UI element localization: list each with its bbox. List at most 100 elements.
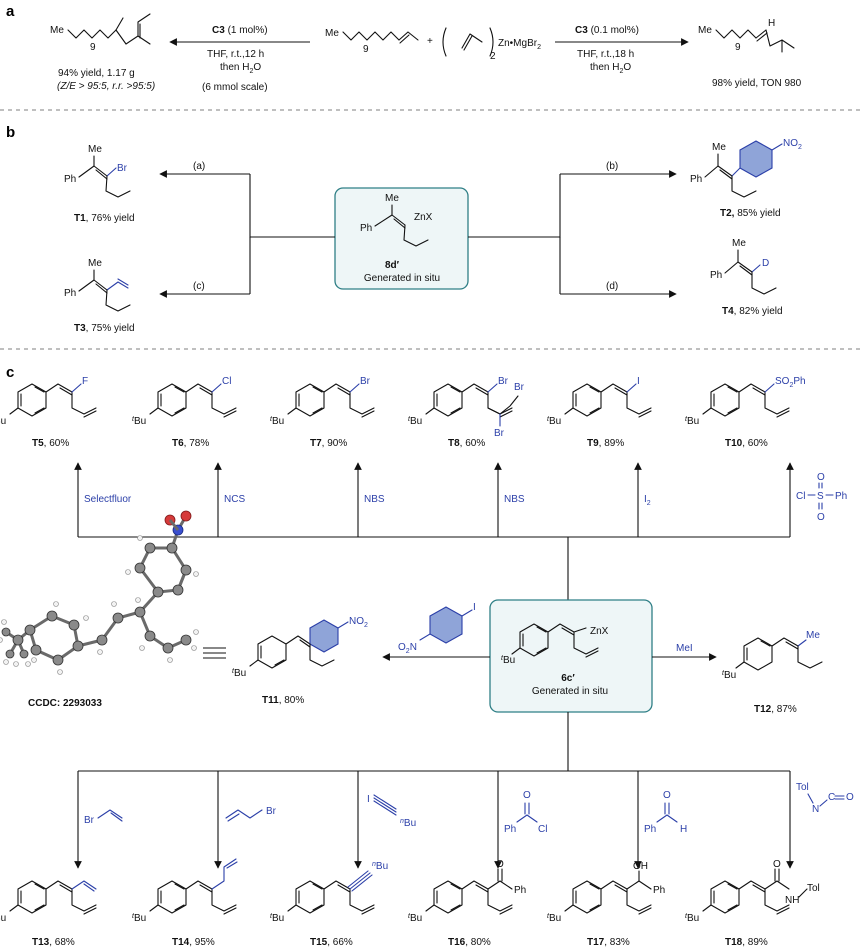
reagent-divinylzinc: 2 Zn•MgBr2 (442, 27, 541, 62)
svg-text:OH: OH (633, 861, 648, 872)
product-t4: Me Ph D (710, 238, 777, 295)
svg-text:C: C (828, 792, 835, 803)
t3-caption: T3, 75% yield (74, 323, 135, 334)
t9-caption: T9, 89% (587, 438, 624, 449)
product-t1: Me Ph Br (64, 144, 131, 198)
reagent-t6: NCS (224, 494, 245, 505)
6c-tbu: tBu (501, 655, 515, 666)
svg-text:O: O (773, 859, 781, 870)
repeat-9-right: 9 (735, 42, 741, 53)
t1-me: Me (88, 144, 102, 155)
repeat-9: 9 (90, 42, 96, 53)
tbu-label: tBu (547, 416, 561, 427)
svg-text:Ph: Ph (835, 491, 847, 502)
t11-no2: NO2 (349, 616, 368, 629)
svg-text:Tol: Tol (807, 883, 820, 894)
svg-text:Ph: Ph (653, 885, 665, 896)
svg-text:I: I (367, 794, 370, 805)
reagent-mei: MeI (676, 643, 693, 654)
equivalence-symbol (203, 647, 226, 659)
svg-text:O: O (817, 512, 825, 523)
product-right-diene: Me 9 H (698, 18, 795, 53)
left-yield: 94% yield, 1.17 g (58, 68, 135, 79)
section-b: Me Ph ZnX 8d′ Generated in situ (a) (c) … (64, 138, 802, 334)
zinc-count: 2 (490, 51, 496, 62)
t9-substituent: I (637, 376, 640, 387)
t11-tbu: tBu (232, 668, 246, 679)
svg-text:S: S (817, 491, 824, 502)
reagent-t5: Selectfluor (84, 494, 132, 505)
t7-substituent: Br (360, 376, 371, 387)
svg-text:O: O (496, 859, 504, 870)
left-ratio: (Z/E > 95:5, r.r. >95:5) (57, 81, 155, 92)
svg-text:Ph: Ph (644, 824, 656, 835)
svg-text:Br: Br (84, 815, 95, 826)
tbu-label: tBu (0, 416, 6, 427)
t8-substituent: Br (498, 376, 509, 387)
t8-br-internal: Br (494, 428, 505, 439)
t12-me: Me (806, 630, 820, 641)
t4-ph: Ph (710, 270, 722, 281)
svg-text:O: O (663, 790, 671, 801)
zinc-reagent-text: Zn•MgBr2 (498, 38, 541, 51)
tbu-label: tBu (685, 913, 699, 924)
tbu-label: tBu (132, 416, 146, 427)
allene-repeat: 9 (363, 44, 369, 55)
svg-text:Cl: Cl (796, 491, 805, 502)
t10-substituent: SO2Ph (775, 376, 806, 389)
left-conditions-1: THF, r.t.,12 h (207, 49, 264, 60)
t4-d: D (762, 258, 769, 269)
t8-br-terminal: Br (514, 382, 525, 393)
tbu-label: tBu (0, 913, 6, 924)
t4-me: Me (732, 238, 746, 249)
reagent-vinyl-bromide: Br (84, 809, 123, 826)
8d-me: Me (385, 193, 399, 204)
intermediate-6c-structure: tBu ZnX (501, 623, 609, 666)
right-conditions-2: then H2O (590, 62, 631, 75)
h-label: H (768, 18, 775, 29)
t1-caption: T1, 76% yield (74, 213, 135, 224)
reagent-benzaldehyde: O Ph H (644, 790, 687, 835)
svg-text:N: N (812, 804, 819, 815)
svg-text:Br: Br (266, 806, 277, 817)
section-b-label: b (6, 124, 15, 141)
me-label: Me (50, 25, 64, 36)
t18-caption: T18, 89% (725, 937, 768, 948)
label-a: (a) (193, 161, 205, 172)
6c-name: 6c′ (561, 673, 575, 684)
tbu-label: tBu (270, 913, 284, 924)
ccdc-label: CCDC: 2293033 (28, 698, 102, 709)
8d-znx: ZnX (414, 212, 433, 223)
t11-caption: T11, 80% (262, 695, 304, 706)
section-a-label: a (6, 3, 15, 20)
svg-text:Ph: Ph (504, 824, 516, 835)
t5-caption: T5, 60% (32, 438, 69, 449)
t13-caption: T13, 68% (32, 937, 75, 948)
product-t9: tBu I T9, 89% (547, 376, 652, 449)
t4-caption: T4, 82% yield (722, 306, 783, 317)
svg-text:O: O (817, 472, 825, 483)
me-label-right: Me (698, 25, 712, 36)
svg-text:Tol: Tol (796, 782, 809, 793)
tbu-label: tBu (685, 416, 699, 427)
section-c-label: c (6, 364, 14, 381)
t3-ph: Ph (64, 288, 76, 299)
svg-text:H: H (680, 824, 687, 835)
section-a: Me 9 94% yield, 1.17 g (Z/E > 95:5, r.r.… (50, 13, 802, 93)
product-t12: tBu Me (722, 630, 823, 681)
right-conditions-1: THF, r.t.,18 h (577, 49, 634, 60)
label-d: (d) (606, 281, 618, 292)
svg-text:NH: NH (785, 895, 799, 906)
svg-text:O: O (846, 792, 854, 803)
reagent-i: I (473, 602, 476, 613)
8d-desc: Generated in situ (364, 273, 440, 284)
product-left-diene: Me 9 (50, 13, 151, 53)
